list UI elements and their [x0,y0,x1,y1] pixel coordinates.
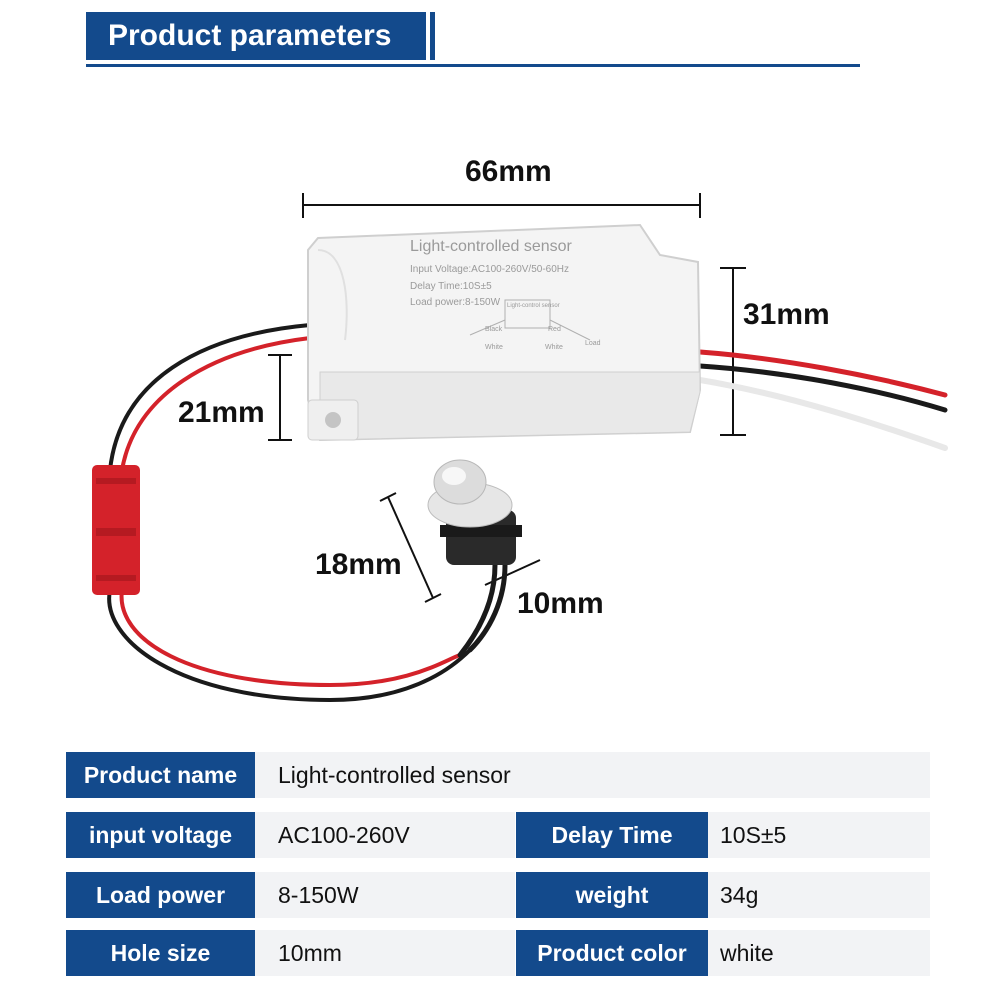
sensor-housing [307,223,702,442]
label-hole-size: Hole size [66,930,255,976]
dimension-hole-label: 10mm [517,587,604,620]
dimension-side-label: 21mm [178,396,265,429]
dimension-probe-label: 18mm [315,548,402,581]
spec-row-bg-4a [255,930,515,976]
dimension-line-18 [379,492,442,603]
device-label-title: Light-controlled sensor [410,238,572,255]
spec-row-bg-1 [255,752,930,798]
spec-row-bg-2b [708,812,930,858]
label-load-power: Load power [66,872,255,918]
device-label-wire-white-2: White [545,344,563,351]
red-connector [92,465,140,595]
spec-row-bg-4b [708,930,930,976]
device-label-voltage: Input Voltage:AC100-260V/50-60Hz [410,264,569,275]
value-hole-size: 10mm [278,939,342,966]
dimension-line-31 [720,267,746,436]
label-product-color: Product color [516,930,708,976]
value-load-power: 8-150W [278,881,359,908]
left-wires [107,323,508,703]
device-label-load-text: Load [585,340,601,347]
right-wires [697,349,948,451]
value-product-name: Light-controlled sensor [278,761,511,788]
title-underline [86,64,860,67]
device-label-wire-black: Black [485,326,503,333]
value-delay-time: 10S±5 [720,821,787,848]
section-title: Product parameters [86,12,426,60]
device-label-load: Load power:8-150W [410,297,501,308]
device-label-wire-white: White [485,344,503,351]
value-product-color: white [720,939,774,966]
device-label-delay: Delay Time:10S±5 [410,281,492,292]
device-label-wire-red: Red [548,326,561,333]
device-label-box: Light-control sensor [507,303,560,309]
value-weight: 34g [720,881,759,908]
spec-row-bg-2a [255,812,515,858]
label-input-voltage: input voltage [66,812,255,858]
label-delay-time: Delay Time [516,812,708,858]
spec-row-bg-3b [708,872,930,918]
dimension-length-label: 66mm [465,155,552,188]
value-input-voltage: AC100-260V [278,821,410,848]
spec-row-bg-3a [255,872,515,918]
dimension-height-label: 31mm [743,298,830,331]
dimension-line-21 [268,354,292,441]
label-weight: weight [516,872,708,918]
title-accent-bar [430,12,435,60]
dimension-line-66 [302,193,701,218]
product-illustration [92,193,948,703]
label-product-name: Product name [66,752,255,798]
light-sensor-probe [427,459,522,565]
